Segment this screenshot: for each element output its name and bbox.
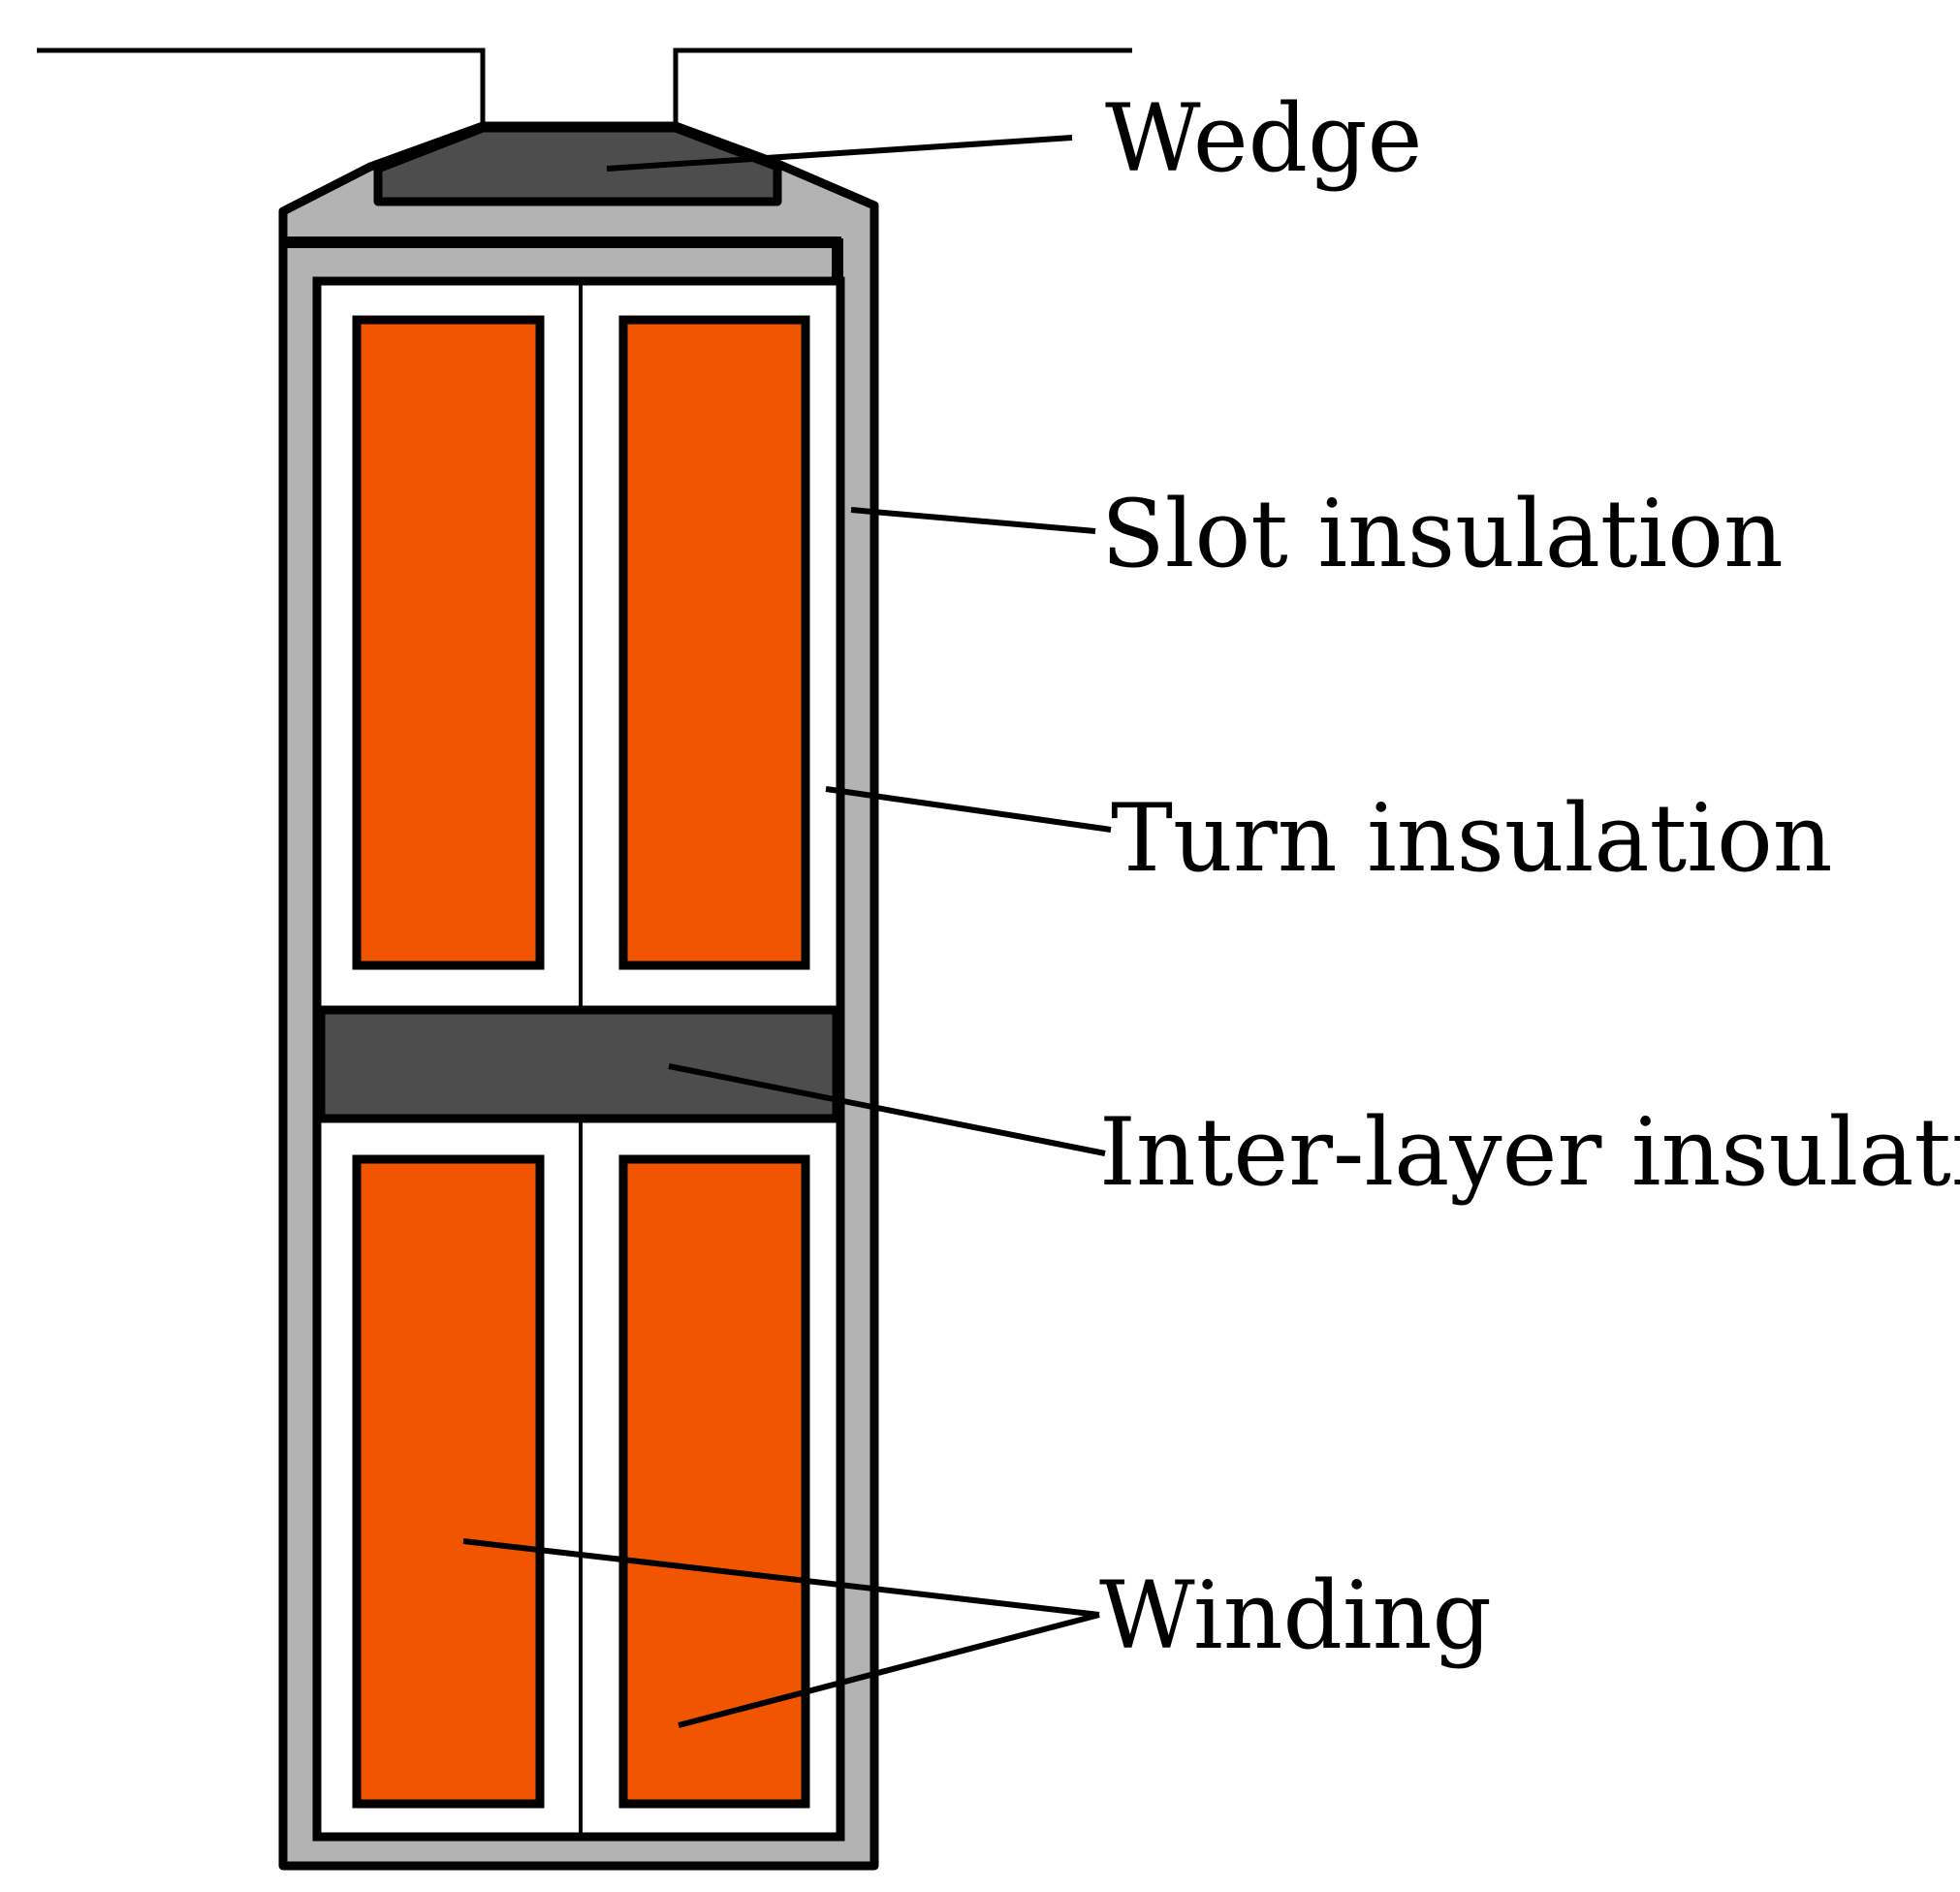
turn-insulation-leader-line <box>825 786 1112 833</box>
inter-layer-insulation <box>316 1005 841 1123</box>
inter-layer-insulation-leader-line <box>668 1063 1106 1156</box>
stator-surface-line <box>37 47 486 126</box>
wedge-label: Wedge <box>1105 84 1422 193</box>
winding-leader-line <box>678 1612 1100 1728</box>
winding-leader-line <box>462 1538 1100 1618</box>
stator-surface-line <box>673 47 1132 126</box>
winding-conductor <box>618 315 810 970</box>
wedge <box>373 123 782 206</box>
slot-insulation-label: Slot insulation <box>1101 480 1784 588</box>
turn-insulation-label: Turn insulation <box>1111 784 1833 893</box>
slot-insulation-leader-line <box>850 507 1096 534</box>
winding-conductor <box>618 1154 810 1809</box>
wedge-leader-line <box>606 135 1073 172</box>
winding-label: Winding <box>1099 1561 1492 1670</box>
inter-layer-insulation-label: Inter-layer insulation <box>1099 1098 1960 1207</box>
winding-conductor <box>352 1154 545 1809</box>
winding-conductor <box>352 315 545 970</box>
